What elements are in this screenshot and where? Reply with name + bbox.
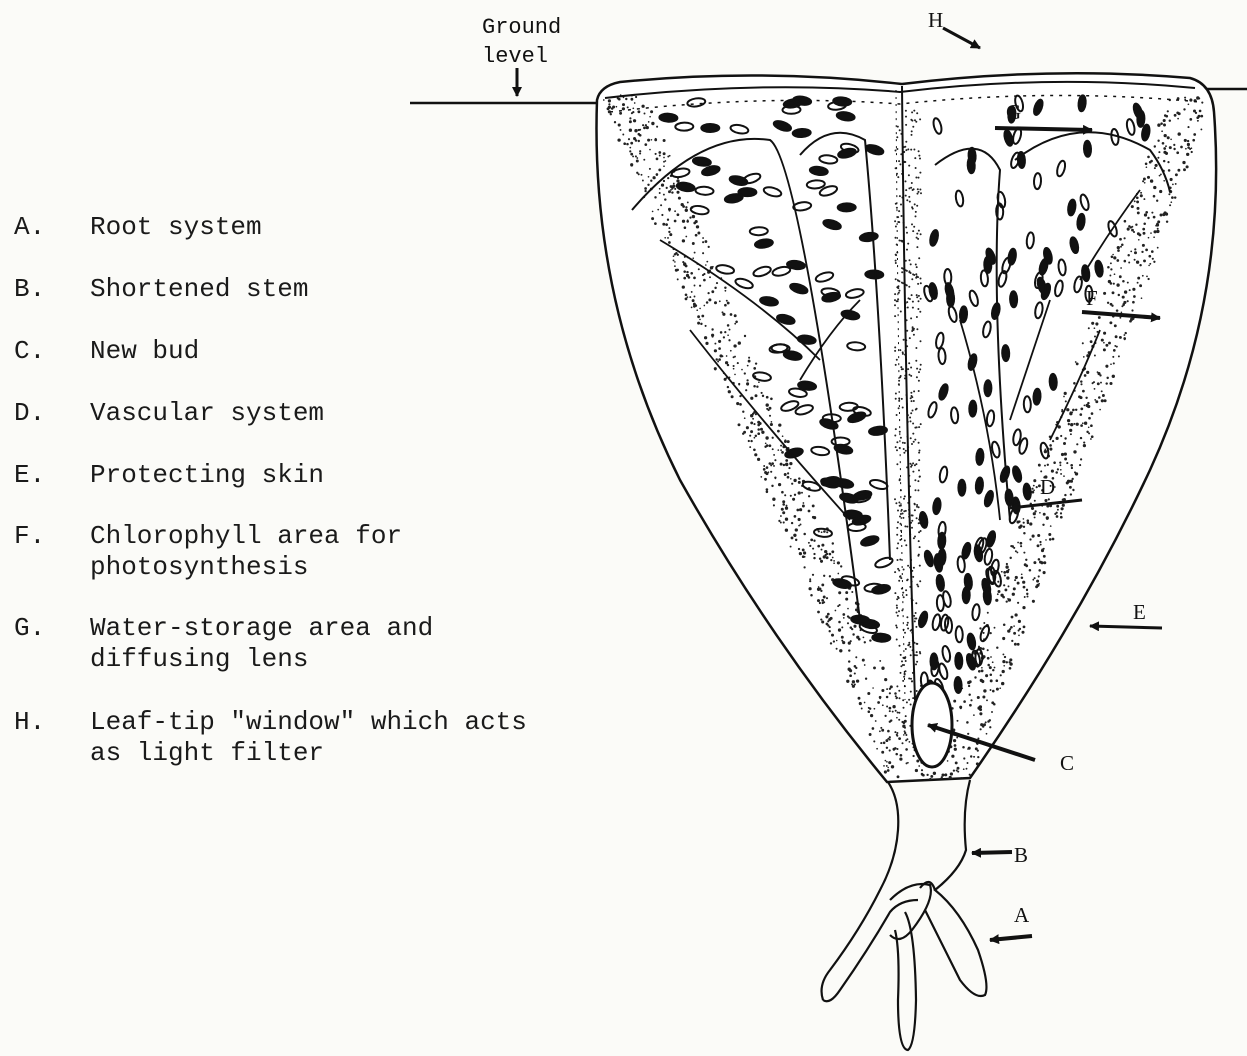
stem-and-roots: [822, 780, 987, 1050]
callout-a-label: A: [1014, 903, 1030, 927]
leaf-body: [596, 73, 1216, 785]
callout-e-label: E: [1133, 600, 1146, 624]
callout-h-arrow: [943, 28, 980, 48]
callout-c-label: C: [1060, 751, 1074, 775]
callout-e-arrow: [1090, 626, 1162, 628]
callout-a-arrow: [990, 936, 1032, 940]
callout-g-label: G: [1006, 100, 1021, 124]
ground-level-label-line1: Ground: [482, 15, 561, 40]
callout-b-label: B: [1014, 843, 1028, 867]
callout-d-label: D: [1040, 475, 1055, 499]
callout-g-arrow: [995, 128, 1092, 130]
callout-h-label: H: [928, 8, 943, 32]
callout-b-arrow: [972, 852, 1012, 853]
callout-f-label: F: [1086, 286, 1098, 310]
ground-level-label-line2: level: [482, 44, 548, 69]
